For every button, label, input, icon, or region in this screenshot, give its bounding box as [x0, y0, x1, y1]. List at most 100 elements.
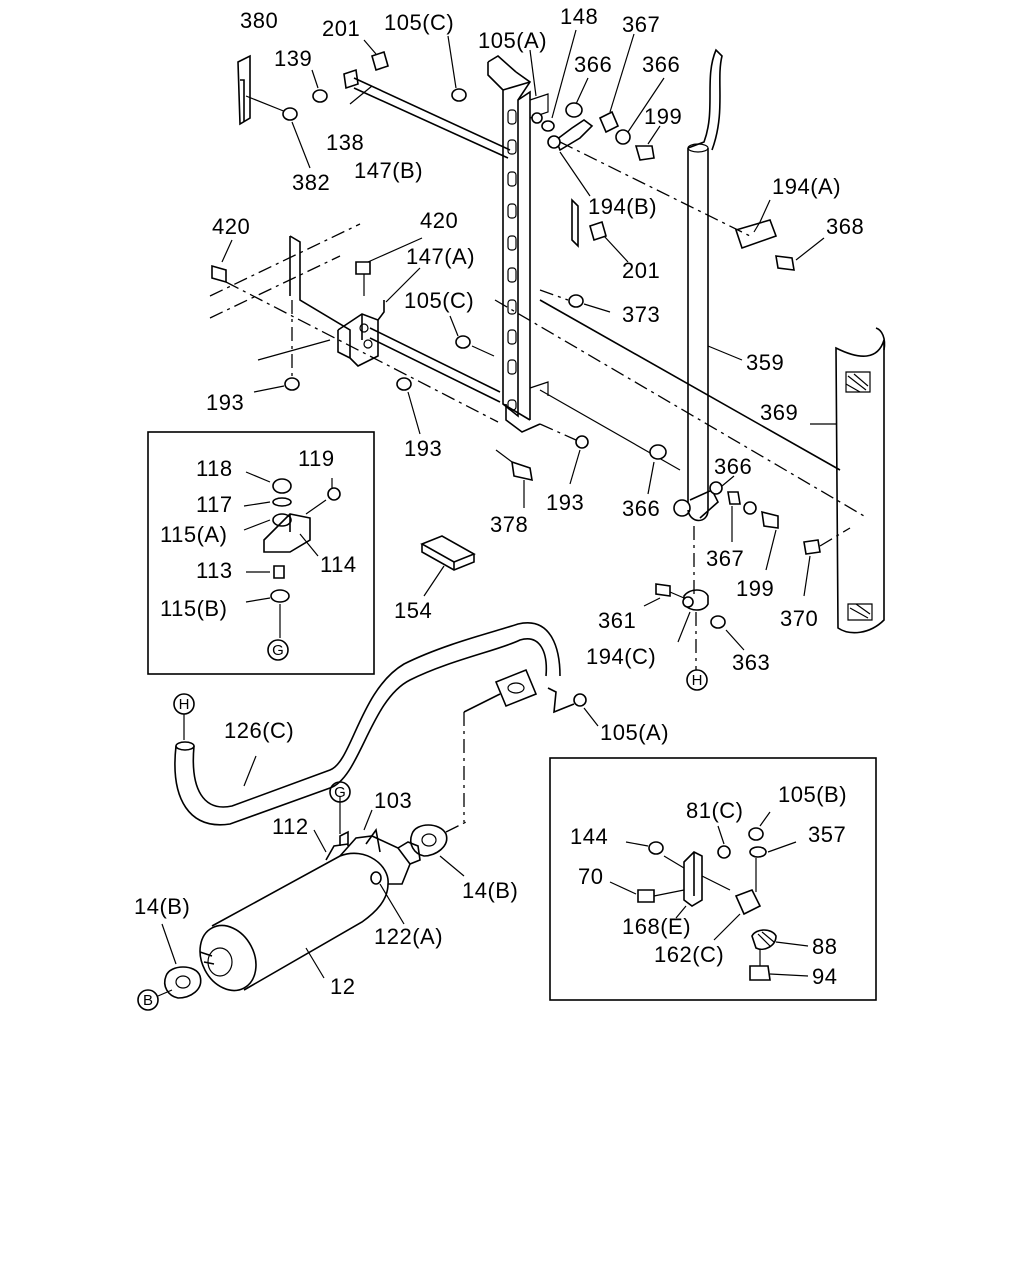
label-168e: 168(E): [622, 914, 691, 939]
label-147a: 147(A): [406, 244, 475, 269]
gasket-14b-right: [409, 821, 467, 857]
label-14b-left: 14(B): [134, 894, 190, 919]
label-378: 378: [490, 512, 528, 537]
connector-h-left: H: [173, 693, 195, 740]
label-193-right: 193: [546, 490, 584, 515]
label-366-top-a: 366: [574, 52, 612, 77]
washer-357: [749, 846, 767, 858]
clamp-194b: [547, 119, 594, 152]
bolt-420-a: [211, 264, 227, 284]
connector-h-right-label: H: [692, 672, 703, 689]
nut-193-a: [284, 377, 300, 391]
nut-118: [272, 478, 292, 494]
bolt-201-mid: [589, 220, 607, 242]
label-373: 373: [622, 302, 660, 327]
label-380: 380: [240, 8, 278, 33]
clamp-194c: [682, 589, 709, 611]
connector-g-inset-label: G: [272, 642, 284, 659]
bolt-378: [495, 449, 533, 482]
bracket-168e: [683, 851, 703, 907]
nut-373: [568, 294, 584, 308]
bracket-380: [237, 54, 287, 126]
label-370: 370: [780, 606, 818, 631]
label-199-top: 199: [644, 104, 682, 129]
connector-b: B: [137, 989, 173, 1011]
muffler-12: [199, 827, 421, 992]
washer-117: [272, 497, 292, 507]
label-117: 117: [196, 492, 233, 517]
nut-139: [312, 89, 328, 103]
nut-81c: [717, 845, 731, 859]
label-105a-low: 105(A): [600, 720, 669, 745]
label-112: 112: [272, 814, 309, 839]
grommet-366-low: [649, 444, 667, 460]
label-118: 118: [196, 456, 233, 481]
connector-g-muffler-label: G: [334, 784, 346, 801]
bracket-147b: [487, 55, 549, 433]
label-369: 369: [760, 400, 798, 425]
label-148: 148: [560, 4, 598, 29]
label-103: 103: [374, 788, 412, 813]
label-114: 114: [320, 552, 357, 577]
tailpipe-359: [687, 48, 723, 510]
bolt-420-b: [355, 261, 371, 275]
rubber-162c: [734, 888, 762, 916]
label-193-left: 193: [206, 390, 244, 415]
rod-138: [343, 68, 511, 159]
label-194c: 194(C): [586, 644, 656, 669]
label-14b-right: 14(B): [462, 878, 518, 903]
clamp-lower: [673, 481, 723, 522]
label-126c: 126(C): [224, 718, 294, 743]
label-366-low-a: 366: [622, 496, 660, 521]
label-94: 94: [812, 964, 837, 989]
label-144: 144: [570, 824, 608, 849]
bolt-94: [749, 965, 771, 981]
connector-b-label: B: [143, 992, 153, 1009]
label-88: 88: [812, 934, 837, 959]
bolt-199-low: [761, 510, 779, 529]
nut-193-c: [575, 435, 589, 449]
nut-105c-top: [451, 88, 467, 102]
label-363: 363: [732, 650, 770, 675]
label-357: 357: [808, 822, 846, 847]
connector-h-right: H: [686, 669, 708, 691]
label-367-top: 367: [622, 12, 660, 37]
connector-g-inset: G: [267, 639, 289, 661]
spacer-113: [273, 565, 285, 579]
clamp-194a: [734, 219, 778, 250]
spacer-367-low: [727, 491, 741, 505]
nut-105a-top: [531, 112, 543, 124]
label-115a: 115(A): [160, 522, 227, 547]
label-420-right: 420: [420, 208, 458, 233]
label-81c: 81(C): [686, 798, 744, 823]
inset-box-right: [549, 757, 877, 1001]
bolt-199-top: [634, 145, 655, 161]
nut-144: [648, 841, 664, 855]
label-154: [420, 535, 476, 571]
label-105b: 105(B): [778, 782, 847, 807]
gasket-14b-left: [163, 966, 202, 999]
heat-shield-369: [835, 327, 886, 634]
bracket-147a: [289, 235, 385, 367]
label-194a: 194(A): [772, 174, 841, 199]
label-138: 138: [326, 130, 364, 155]
label-105a-top: 105(A): [478, 28, 547, 53]
label-105c-top: 105(C): [384, 10, 454, 35]
label-368: 368: [826, 214, 864, 239]
label-193-mid: 193: [404, 436, 442, 461]
grommet-366-top-a: [565, 102, 583, 118]
nut-105a-low: [573, 693, 587, 707]
label-201-mid: 201: [622, 258, 660, 283]
label-113: 113: [196, 558, 233, 583]
front-pipe-126c: [174, 622, 561, 826]
connector-h-left-label: H: [179, 696, 190, 713]
label-420-left: 420: [212, 214, 250, 239]
label-154: 154: [394, 598, 432, 623]
washer-148: [541, 120, 555, 132]
label-147b: 147(B): [354, 158, 423, 183]
label-359: 359: [746, 350, 784, 375]
nut-105c-mid: [455, 335, 471, 349]
bolt-201-top: [371, 50, 389, 72]
nut-382: [282, 107, 298, 121]
bolt-370: [803, 539, 821, 555]
